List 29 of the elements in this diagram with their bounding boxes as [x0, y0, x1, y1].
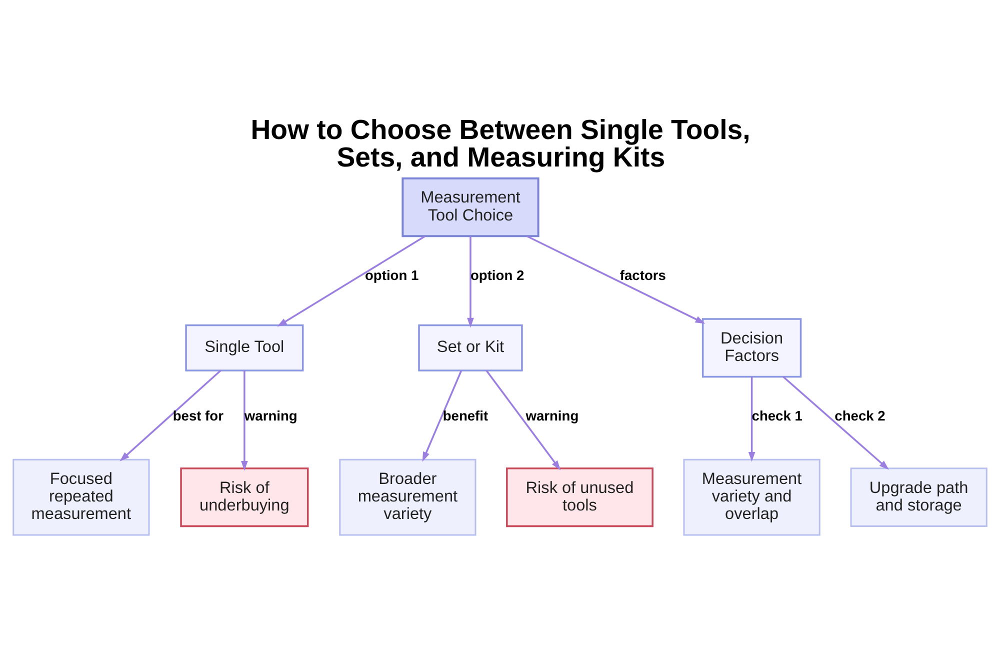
- arrow: [526, 235, 706, 324]
- edge-label: option 2: [470, 266, 524, 283]
- arrow: [486, 370, 561, 470]
- arrow: [120, 370, 222, 462]
- node-box: Single Tool: [185, 324, 304, 372]
- edge-label: benefit: [442, 407, 488, 424]
- arrow: [467, 236, 474, 328]
- node-box: Focused repeated measurement: [12, 458, 150, 536]
- arrow: [782, 376, 889, 470]
- node-box: Measurement variety and overlap: [683, 458, 820, 536]
- arrow: [241, 370, 248, 471]
- edge-label: warning: [244, 407, 298, 424]
- edge-label: best for: [172, 407, 224, 424]
- arrow: [277, 236, 426, 327]
- node-box: Broader measurement variety: [339, 458, 476, 536]
- node-box: Risk of unused tools: [506, 468, 654, 528]
- edge-label: warning: [526, 407, 579, 424]
- node-box: Decision Factors: [702, 318, 802, 378]
- node-box: Set or Kit: [418, 324, 523, 372]
- edge-label: factors: [620, 266, 666, 283]
- edge-label: option 1: [365, 266, 419, 283]
- diagram-title: How to Choose Between Single Tools, Sets, and Measuring Kits: [250, 114, 750, 173]
- edge-label: check 2: [834, 407, 886, 424]
- arrow: [748, 376, 756, 462]
- node-box: Upgrade path and storage: [850, 468, 988, 527]
- edge-label: check 1: [752, 407, 802, 424]
- node-box: Risk of underbuying: [180, 468, 309, 528]
- node-box: Measurement Tool Choice: [402, 177, 540, 238]
- arrow: [422, 370, 462, 462]
